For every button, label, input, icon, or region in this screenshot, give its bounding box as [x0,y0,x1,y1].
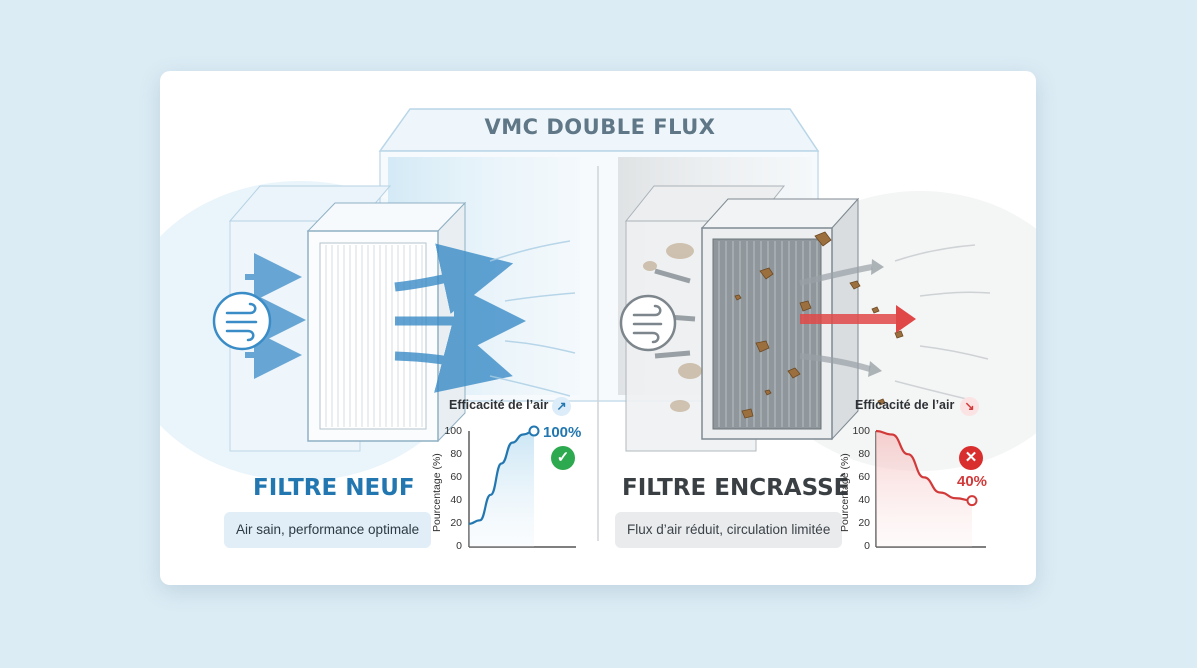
air-flow-icon [225,302,258,342]
tick-label: 60 [858,471,870,483]
tick-label: 20 [450,517,462,529]
clean-filter-group [212,185,576,452]
tick-label: 40 [450,494,462,506]
tick-label: 100 [852,425,870,437]
right-chart-title: Efficacité de l’air [855,398,955,412]
clean-filter-heading: FILTRE NEUF [253,475,415,501]
right-value-label: 40% [957,473,988,490]
tick-label: 80 [450,448,462,460]
tick-label: 80 [858,448,870,460]
series-line [468,429,535,525]
clean-filter-caption: Air sain, performance optimale [224,512,432,548]
chart-right-axes [875,429,986,548]
arrow-down-right-icon: ↘ [960,397,979,416]
series-area [469,431,534,547]
tick-label: 100 [444,425,462,437]
left-chart-title: Efficacité de l’air [449,398,549,412]
tick-label: 0 [456,540,462,552]
left-value-label: 100% [543,424,582,441]
clogged-filter-caption: Flux d’air réduit, circulation limitée [615,512,843,548]
clogged-filter-group [619,185,991,452]
endpoint-marker [966,495,978,507]
illustration-card: VMC DOUBLE FLUX FILTRE NEUF Air sain, pe… [160,71,1036,585]
tick-label: 60 [450,471,462,483]
right-y-axis-label: Pourcentage (%) [839,453,851,532]
tick-label: 0 [864,540,870,552]
check-icon: ✓ [551,446,575,470]
series-area [876,431,972,547]
series-line [875,429,973,502]
tick-label: 40 [858,494,870,506]
tick-label: 20 [858,517,870,529]
cross-icon: ✕ [959,446,983,470]
arrow-up-right-icon: ↗ [552,397,571,416]
diagram-title: VMC DOUBLE FLUX [484,115,716,139]
air-flow-icon-dirty [632,304,663,344]
clogged-filter-heading: FILTRE ENCRASSÉ [622,475,850,501]
chart-left-axes [468,425,576,548]
left-y-axis-label: Pourcentage (%) [431,453,443,532]
endpoint-marker [528,425,540,437]
vmc-scene [160,108,1036,548]
